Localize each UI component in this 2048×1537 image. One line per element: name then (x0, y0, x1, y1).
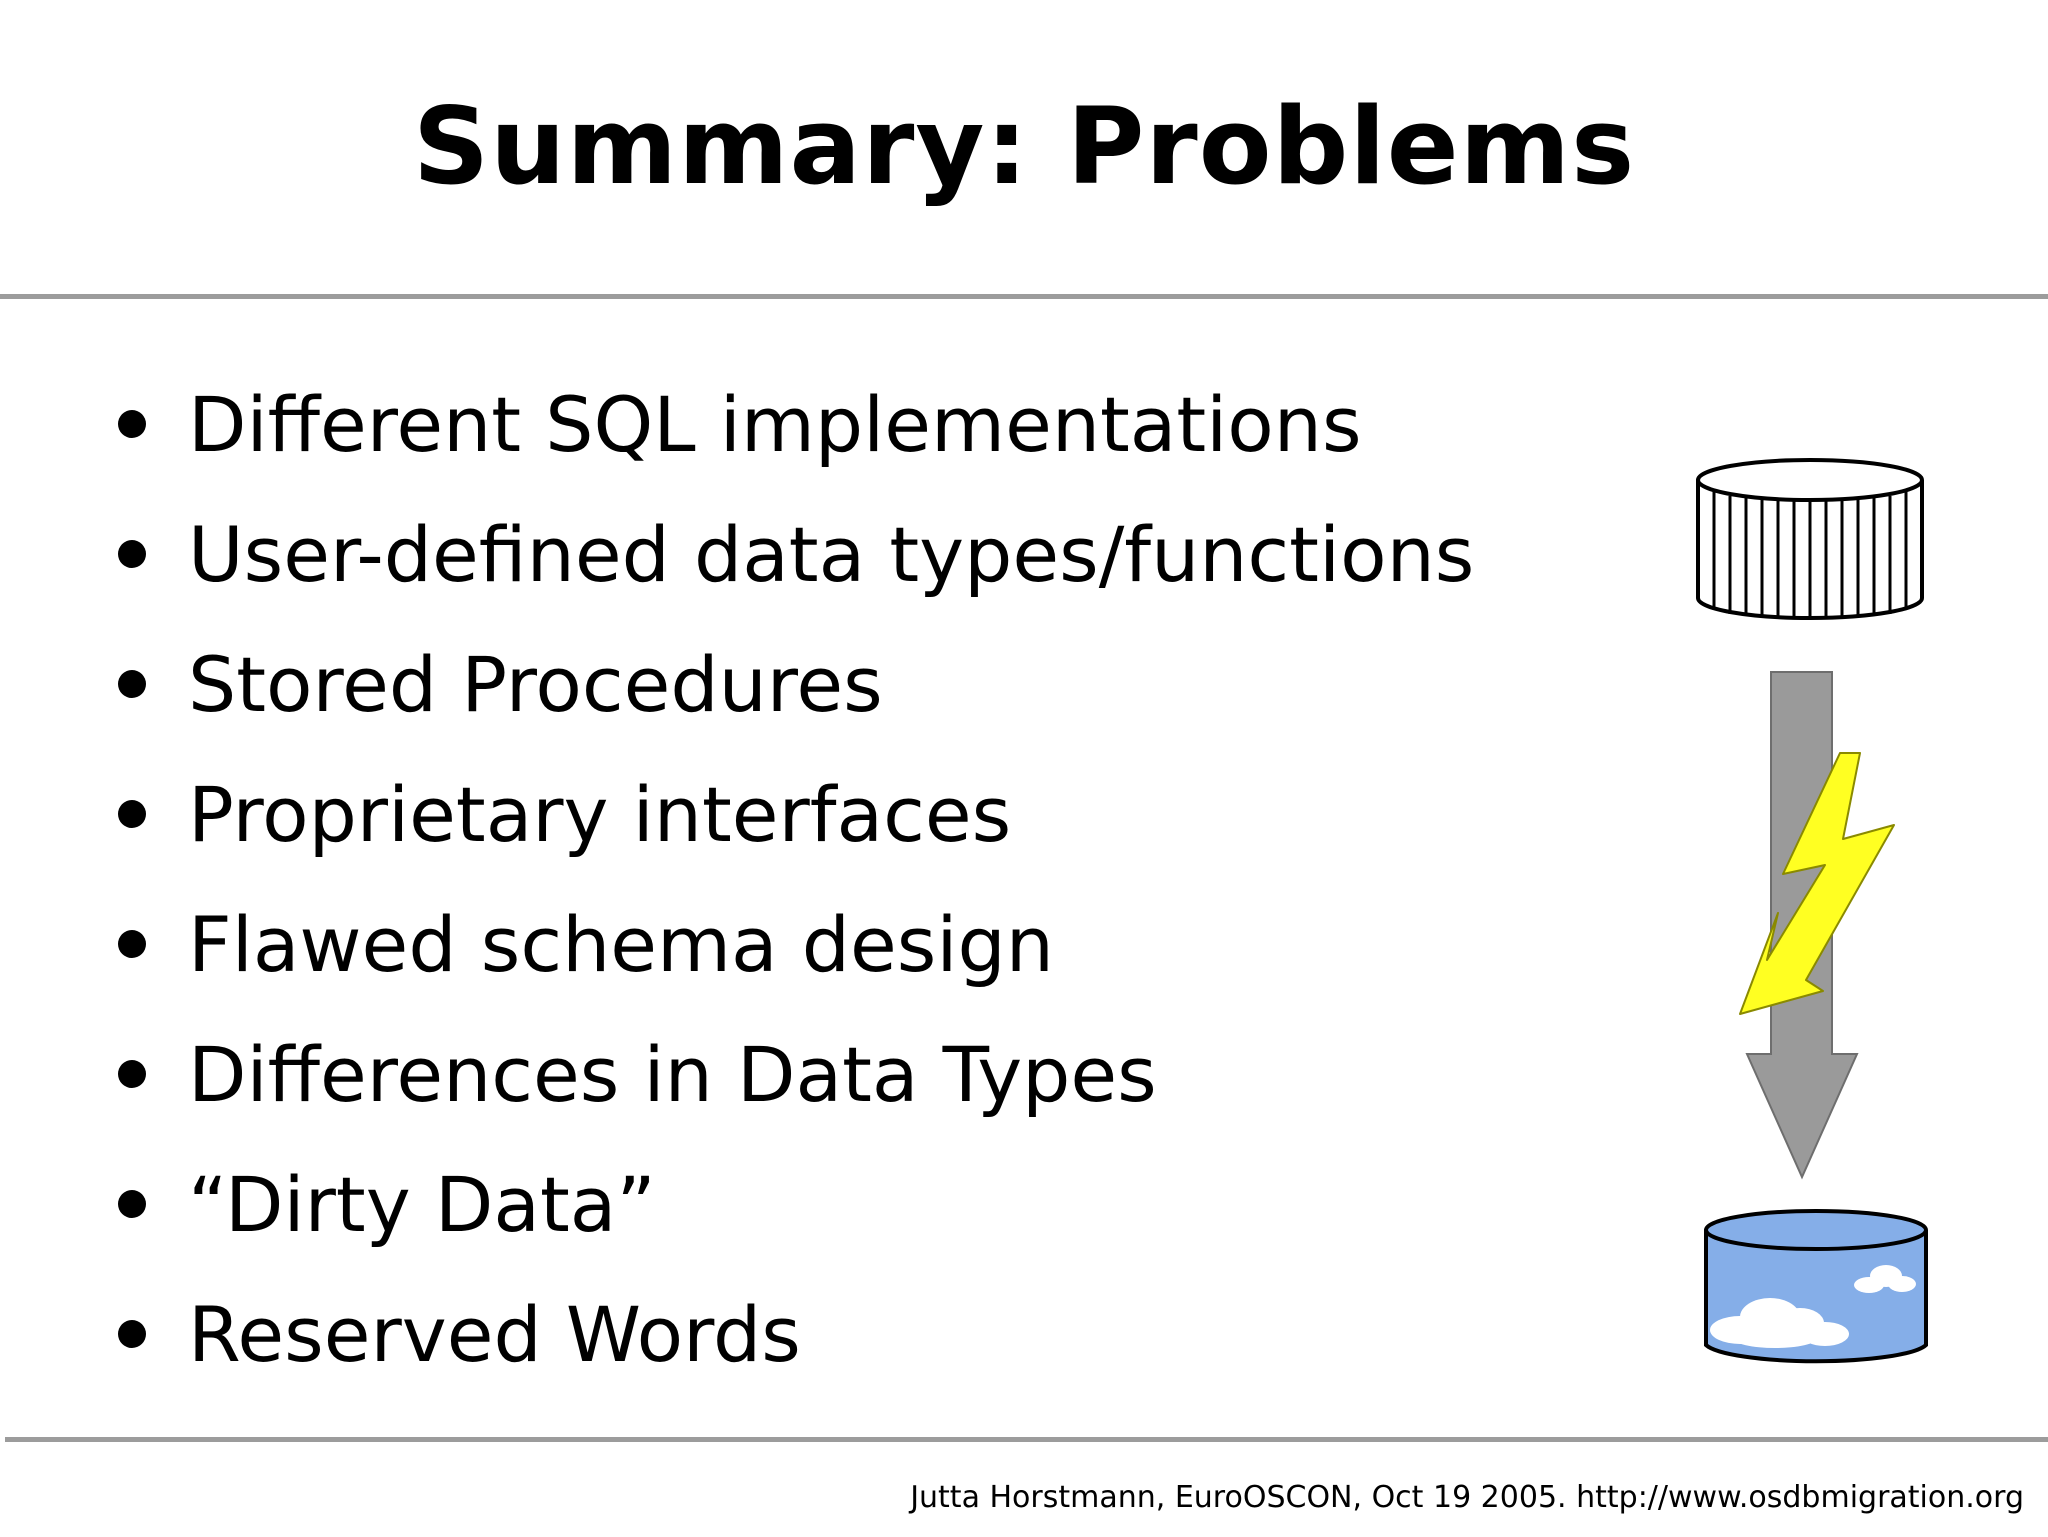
bullet-text: User-defined data types/functions (188, 510, 1475, 599)
bullet-text: Flawed schema design (188, 900, 1054, 989)
sky-database-icon (1704, 1209, 1928, 1364)
bullet-text: Differences in Data Types (188, 1030, 1157, 1119)
bullet-text: “Dirty Data” (188, 1160, 656, 1249)
bullet-text: Stored Procedures (188, 640, 883, 729)
bullet-dot-icon (118, 930, 146, 958)
bullet-text: Proprietary interfaces (188, 770, 1012, 859)
bullet-dot-icon (118, 1320, 146, 1348)
bullet-dot-icon (118, 670, 146, 698)
bullet-dot-icon (118, 1190, 146, 1218)
bullet-dot-icon (118, 1060, 146, 1088)
slide-footer: Jutta Horstmann, EuroOSCON, Oct 19 2005.… (910, 1480, 2024, 1515)
bullet-text: Different SQL implementations (188, 380, 1362, 469)
footer-divider (5, 1437, 2048, 1442)
bullet-dot-icon (118, 540, 146, 568)
bullet-dot-icon (118, 800, 146, 828)
striped-database-icon (1696, 458, 1924, 620)
title-divider (0, 294, 2048, 299)
bullet-dot-icon (118, 410, 146, 438)
slide-title: Summary: Problems (412, 85, 1636, 208)
bullet-text: Reserved Words (188, 1290, 801, 1379)
migration-illustration (1696, 458, 1928, 1364)
lightning-bolt-icon (1739, 752, 1895, 1015)
